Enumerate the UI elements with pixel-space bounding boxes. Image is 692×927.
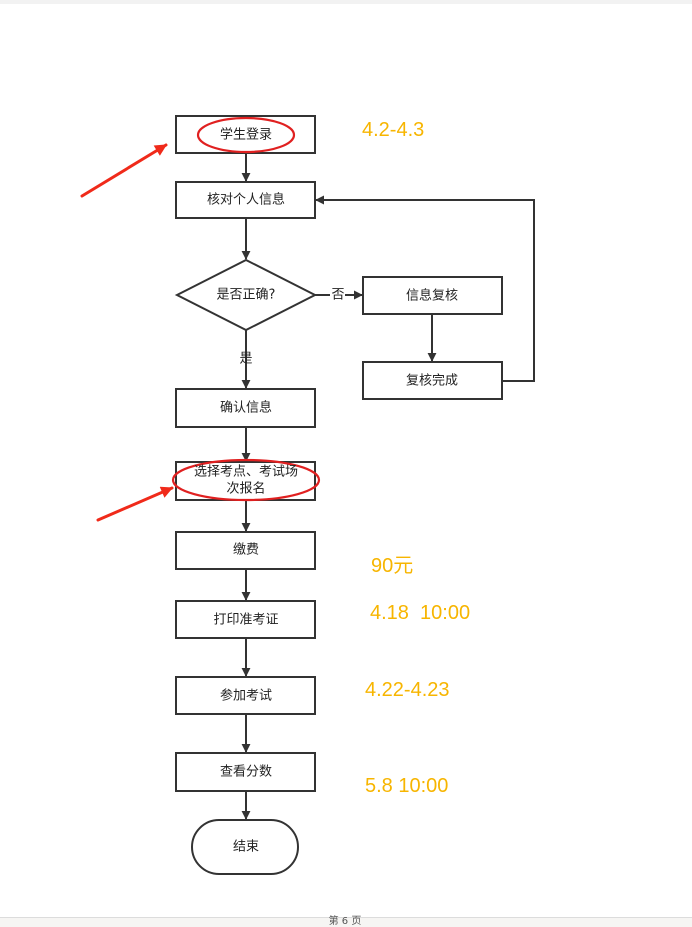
node-review-done <box>362 361 503 400</box>
login-date-note: 4.2-4.3 <box>362 119 425 141</box>
edge-label-no: 否 <box>331 288 344 303</box>
confirm-info-label: 确认信息 <box>220 400 272 416</box>
top-bar <box>0 0 692 4</box>
select-venue-label-2: 次报名 <box>226 481 265 497</box>
is-correct-label: 是否正确? <box>217 288 276 303</box>
node-info-review <box>362 276 503 315</box>
take-exam-label: 参加考试 <box>220 688 272 704</box>
exam-date-note: 4.22-4.23 <box>365 679 450 701</box>
fee-note: 90元 <box>371 555 414 577</box>
page-bottom-bar <box>0 917 692 927</box>
verify-info-label: 核对个人信息 <box>207 192 285 208</box>
select-venue-label-1: 选择考点、考试场 <box>194 465 298 480</box>
pointer-arrow-select <box>96 486 174 522</box>
node-pay <box>175 531 316 570</box>
node-verify-info <box>175 181 316 219</box>
end-label: 结束 <box>233 840 259 855</box>
node-take-exam <box>175 676 316 715</box>
score-time-note: 5.8 10:00 <box>365 775 449 797</box>
node-print-ticket <box>175 600 316 639</box>
highlight-login <box>196 116 296 154</box>
review-done-label: 复核完成 <box>406 374 458 389</box>
node-check-score <box>175 752 316 792</box>
pay-label: 缴费 <box>233 543 259 558</box>
node-end <box>191 819 299 875</box>
page-number: 第 6 页 <box>328 916 362 927</box>
login-label: 学生登录 <box>220 127 272 143</box>
edge-done-back-verify <box>315 195 535 382</box>
print-ticket-label: 打印准考证 <box>213 613 278 628</box>
print-time-note: 4.18 10:00 <box>370 602 471 624</box>
pointer-arrow-login <box>80 143 168 198</box>
check-score-label: 查看分数 <box>220 764 272 780</box>
info-review-label: 信息复核 <box>406 288 458 304</box>
highlight-select <box>171 458 321 502</box>
edge-label-yes: 是 <box>239 352 252 367</box>
